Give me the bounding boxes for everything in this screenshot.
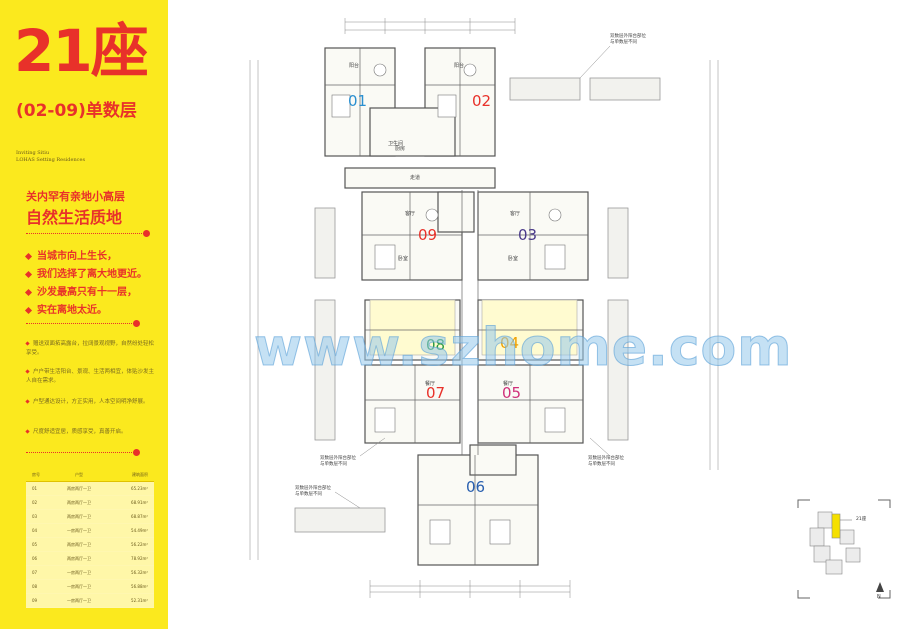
- floor-plan-drawing: [249, 18, 891, 599]
- building-title: 21座: [14, 17, 149, 85]
- note-mid: 双数层外阳台部位 与单数层不同: [320, 456, 356, 467]
- diamond-icon: [24, 270, 33, 278]
- table-header: 房号 户型 建筑面积: [26, 468, 154, 482]
- unit-number-09: 09: [418, 226, 438, 244]
- feature-item: 户型通达设计，方正实用，人本空间明净舒展。: [25, 398, 154, 407]
- room-label: 餐厅: [503, 381, 514, 387]
- bullet-item: 我们选择了离大地更近。: [24, 265, 147, 280]
- unit-number-06: 06: [466, 478, 486, 496]
- slogan-big: 自然生活质地: [26, 208, 123, 227]
- north-label: N: [877, 594, 881, 600]
- diamond-icon: [25, 429, 30, 434]
- room-label: 阳台: [454, 63, 465, 69]
- room-label: 客厅: [510, 211, 521, 217]
- room-label: 卫生间: [388, 141, 404, 147]
- unit-number-01: 01: [348, 92, 368, 110]
- bullet-item: 沙发最高只有十一层，: [24, 283, 137, 298]
- unit-number-03: 03: [518, 226, 538, 244]
- diamond-icon: [25, 369, 30, 374]
- bullet-item: 当城市向上生长，: [24, 247, 117, 262]
- divider-dot: [143, 230, 150, 237]
- note-top: 双数层外阳台部位 与单数层不同: [610, 34, 646, 45]
- diamond-icon: [25, 399, 30, 404]
- diamond-icon: [24, 288, 33, 296]
- feature-item: 赠送双面拓高露台，拉阔景观视野，自然纷处轻松享受。: [25, 341, 155, 356]
- unit-number-07: 07: [426, 384, 446, 402]
- room-label: 餐厅: [425, 381, 436, 387]
- watermark: www.szhome.com: [253, 318, 793, 379]
- bullet-item: 实在离地太近。: [24, 301, 107, 316]
- divider: [26, 233, 144, 234]
- corridor-label: 走道: [410, 175, 421, 181]
- floor-plan: 阳台 阳台 客厅 客厅 卫生间 厨房 卧室 卧室 餐厅 餐厅 走道 01 02 …: [170, 0, 900, 629]
- feature-item: 尺度舒适宜居，质感享受，真善开启。: [25, 428, 154, 437]
- feature-item: 户户带生活阳台、景观、生活两相宜，体贴沙发主人自在需求。: [25, 369, 155, 384]
- unit-number-04: 04: [500, 334, 520, 352]
- divider-dot: [133, 449, 140, 456]
- floor-range: (02-09)单数层: [16, 101, 137, 121]
- highlighted-building: [831, 513, 841, 539]
- room-label: 卧室: [398, 256, 409, 262]
- diamond-icon: [24, 306, 33, 314]
- room-label: 卧室: [508, 256, 519, 262]
- slogan-small: 关内罕有亲地小高层: [26, 190, 125, 203]
- note-bottom: 双数层外阳台部位 与单数层不同: [295, 486, 331, 497]
- room-label: 阳台: [349, 63, 360, 69]
- room-label: 厨房: [395, 146, 406, 152]
- divider-dot: [133, 320, 140, 327]
- note-right: 双数层外阳台部位 与单数层不同: [588, 456, 624, 467]
- unit-number-05: 05: [502, 384, 522, 402]
- room-label: 客厅: [405, 211, 416, 217]
- key-plan: [797, 499, 891, 599]
- divider: [26, 323, 134, 324]
- unit-number-02: 02: [472, 92, 492, 110]
- unit-number-08: 08: [426, 336, 446, 354]
- key-plan-label: 21座: [856, 517, 867, 522]
- north-arrow-icon: [876, 582, 884, 592]
- diamond-icon: [25, 341, 30, 346]
- divider: [26, 452, 134, 453]
- english-tagline: Inviting Sitiu LOHAS Setting Residences: [16, 150, 86, 163]
- diamond-icon: [24, 252, 33, 260]
- info-panel: 21座 (02-09)单数层 Inviting Sitiu LOHAS Sett…: [0, 0, 168, 629]
